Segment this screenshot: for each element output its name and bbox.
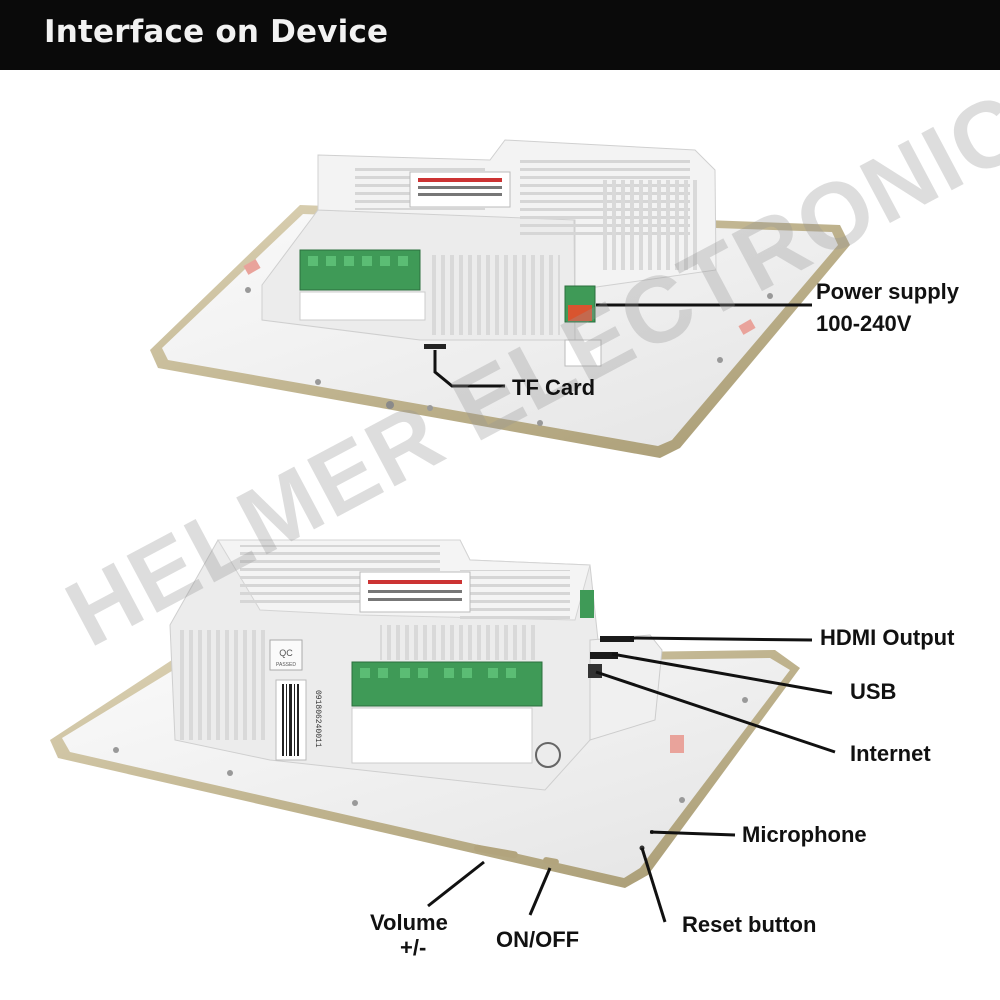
- device-top-view: [150, 139, 850, 458]
- label-internet: Internet: [850, 741, 931, 766]
- label-on-off: ON/OFF: [496, 927, 580, 952]
- label-usb: USB: [850, 679, 897, 704]
- qc-sub-text: PASSED: [276, 662, 296, 668]
- terminal-blocks-bottom: [351, 590, 594, 764]
- volume-button: [474, 844, 518, 859]
- label-tf-card: TF Card: [512, 375, 596, 400]
- ethernet-port: [588, 664, 602, 678]
- label-power-voltage: 100-240V: [816, 311, 912, 336]
- serial-number: 091806240011: [313, 690, 322, 748]
- callout-tf-line: [433, 350, 505, 388]
- label-microphone: Microphone: [742, 822, 867, 847]
- power-terminal: [564, 285, 602, 367]
- callout-volume-line: [427, 860, 485, 908]
- barcode-sticker: 091806240011: [275, 679, 322, 761]
- qc-text: QC: [279, 648, 293, 658]
- callout-usb-line: [611, 652, 833, 695]
- power-button: [543, 857, 559, 865]
- label-hdmi-output: HDMI Output: [820, 625, 955, 650]
- page-title: Interface on Device: [44, 14, 389, 50]
- callout-microphone-line: [649, 830, 736, 837]
- tf-card-slot: [424, 344, 446, 349]
- callout-lines: [427, 303, 836, 923]
- header-bar: Interface on Device: [0, 0, 1000, 70]
- label-volume-sign: +/-: [400, 935, 427, 960]
- usb-port: [590, 652, 618, 659]
- callout-hdmi-line: [629, 636, 813, 642]
- callout-internet-line: [595, 670, 836, 754]
- label-power-supply: Power supply: [816, 279, 960, 304]
- hdmi-port: [600, 636, 634, 642]
- label-reset-button: Reset button: [682, 912, 817, 937]
- label-volume: Volume: [370, 910, 448, 935]
- qc-sticker: QC PASSED: [269, 639, 303, 671]
- callout-onoff-line: [528, 867, 552, 916]
- callout-reset-line: [640, 847, 667, 923]
- device-bottom-view: QC PASSED 091806240011: [50, 539, 800, 888]
- terminal-blocks-top: [299, 249, 426, 321]
